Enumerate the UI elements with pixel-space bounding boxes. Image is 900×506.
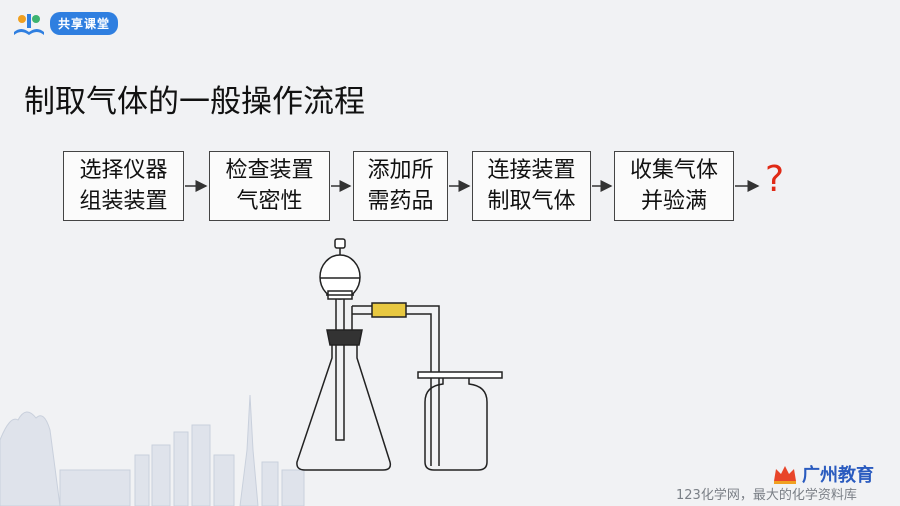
crown-logo-icon bbox=[774, 466, 796, 484]
question-mark: ? bbox=[765, 159, 785, 200]
flow-step-2: 检查装置 气密性 bbox=[209, 151, 330, 221]
guangzhou-education-logo: 广州教育 bbox=[772, 461, 874, 487]
conical-flask bbox=[296, 329, 392, 471]
flow-step-1: 选择仪器 组装装置 bbox=[63, 151, 184, 221]
flow-step-4: 连接装置 制取气体 bbox=[472, 151, 591, 221]
flow-step-5: 收集气体 并验满 bbox=[614, 151, 734, 221]
book-people-logo-icon bbox=[14, 14, 44, 35]
rubber-connector bbox=[371, 302, 407, 318]
separatory-funnel bbox=[319, 238, 361, 441]
watermark: 123化学网，最大的化学资料库 bbox=[676, 488, 857, 503]
brand: 共享课堂 bbox=[12, 9, 119, 37]
gas-collection-bottle bbox=[417, 371, 503, 471]
brand-badge: 共享课堂 bbox=[50, 11, 119, 35]
delivery-tube bbox=[351, 302, 440, 466]
flow-step-3: 添加所 需药品 bbox=[353, 151, 448, 221]
glass-plate bbox=[417, 371, 503, 379]
page-title: 制取气体的一般操作流程 bbox=[24, 84, 365, 120]
